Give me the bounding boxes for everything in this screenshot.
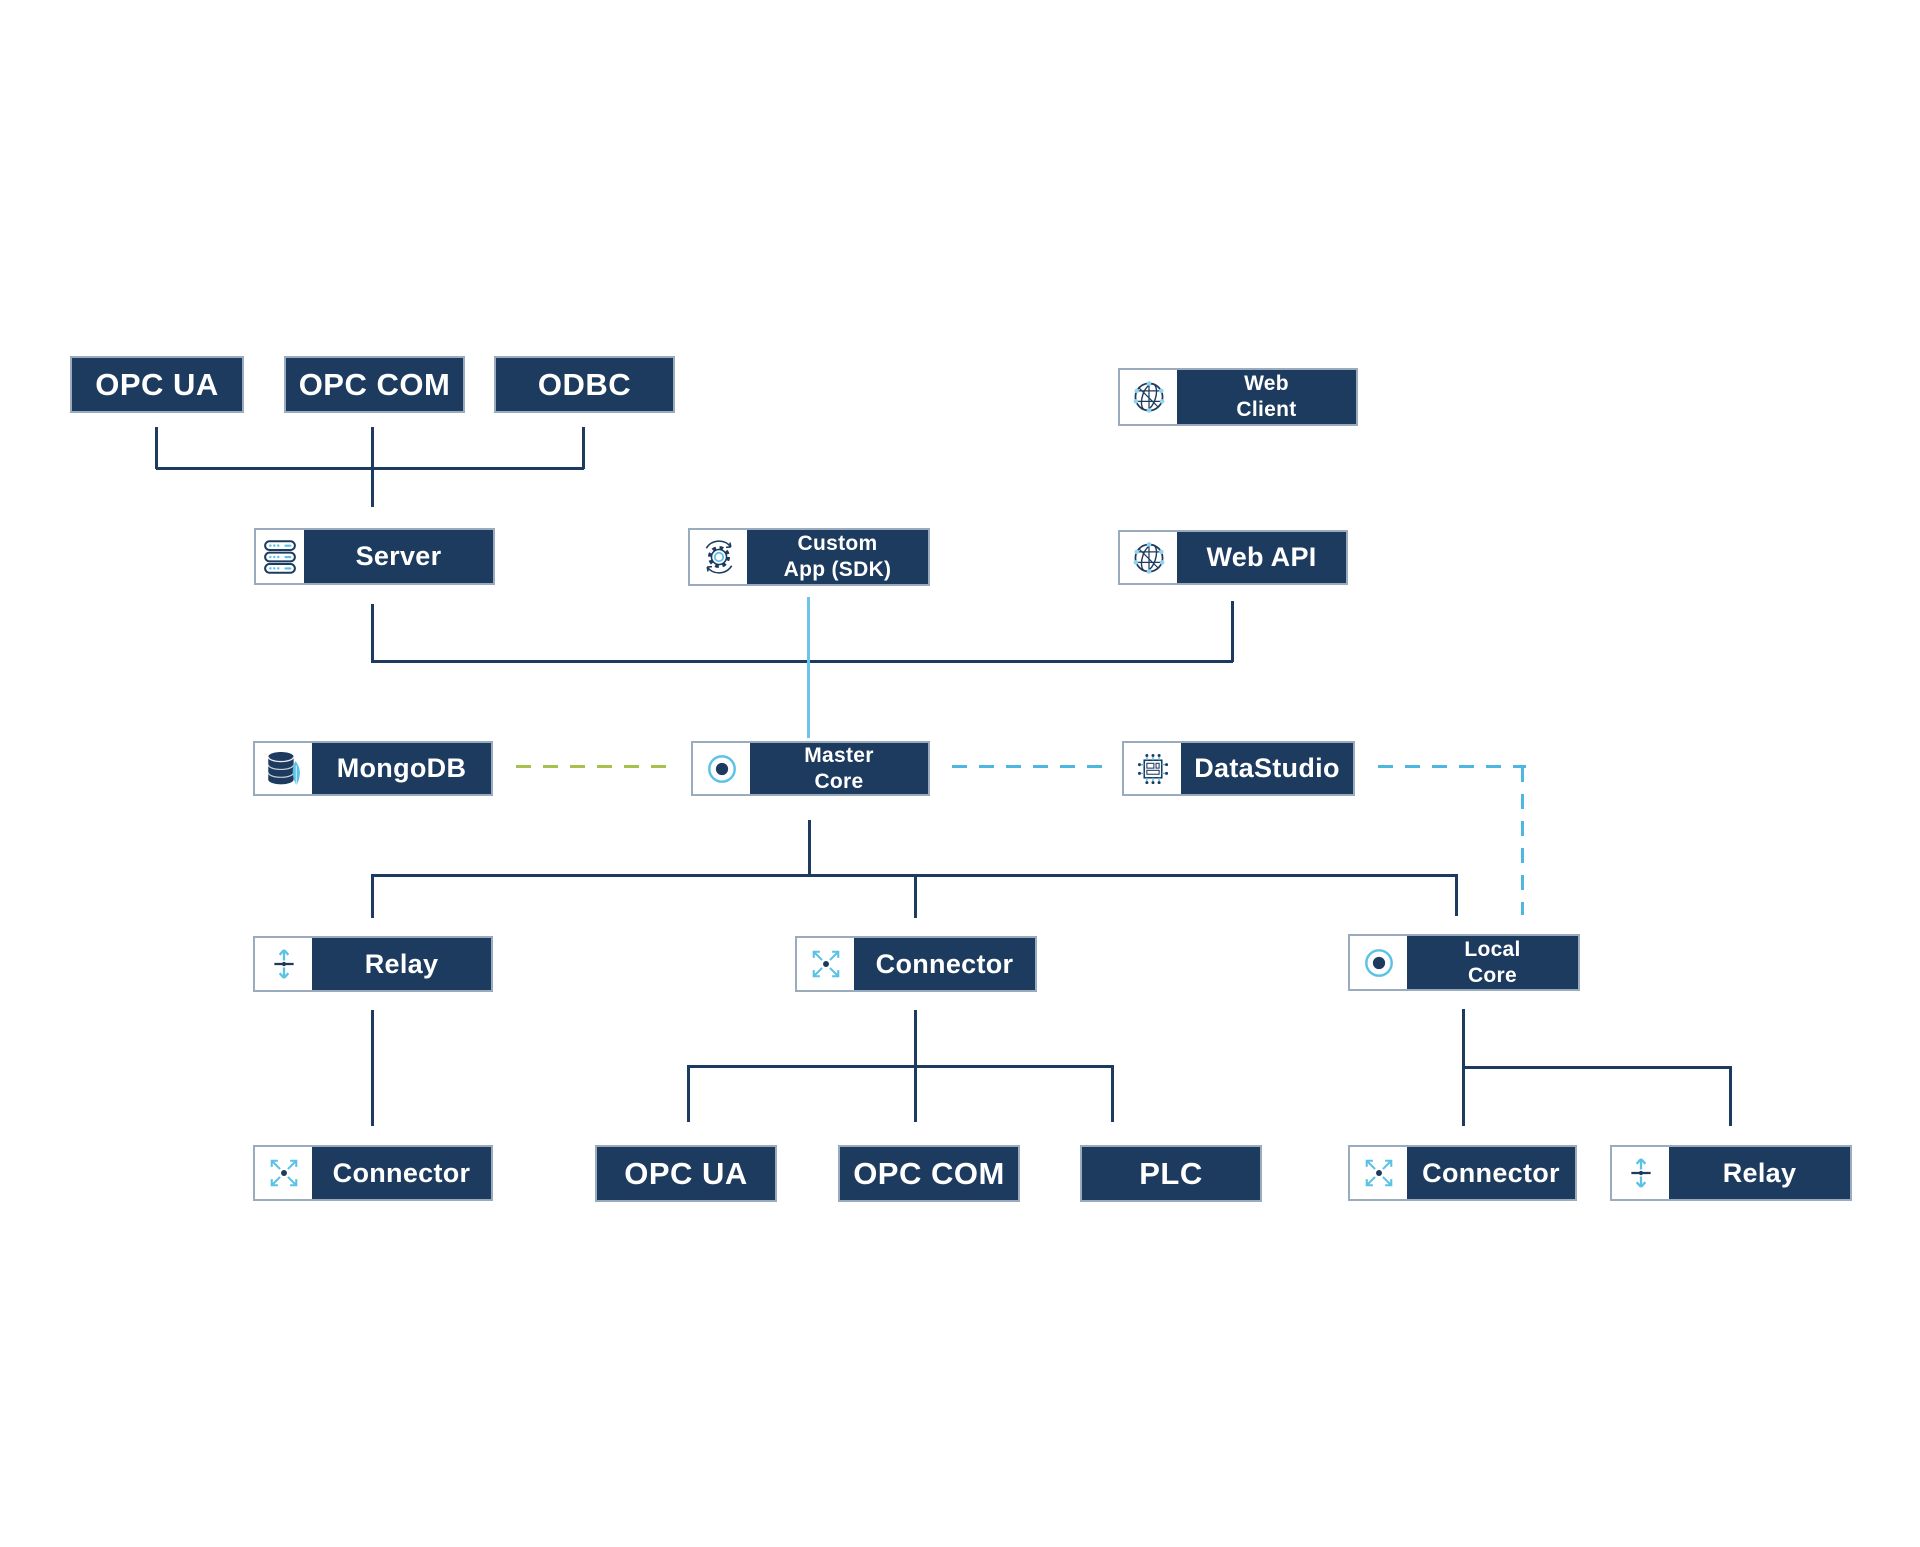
node-web-client: Web Client — [1118, 368, 1358, 426]
node-relay-bottom-right: Relay — [1610, 1145, 1852, 1201]
edge-datastudio-dashed-right — [1378, 765, 1526, 768]
edge-connector-down — [914, 1010, 917, 1067]
node-opc-com-bottom: OPC COM — [838, 1145, 1020, 1202]
edge-mastercore-down — [808, 820, 811, 877]
node-opc-ua-top: OPC UA — [70, 356, 244, 413]
edge-to-connector — [914, 874, 917, 918]
node-server: Server — [254, 528, 495, 585]
node-local-core: Local Core — [1348, 934, 1580, 991]
node-label: OPC COM — [298, 366, 451, 402]
node-master-core: Master Core — [691, 741, 930, 796]
node-label: OPC COM — [853, 1155, 1005, 1191]
node-label: Connector — [875, 948, 1014, 979]
node-label: Connector — [332, 1157, 471, 1188]
core-bullseye-icon — [1364, 948, 1393, 977]
globe-network-icon — [1133, 381, 1164, 413]
server-stack-icon — [264, 539, 296, 574]
edge-to-opcua-bottom — [687, 1065, 690, 1122]
edge-to-plc — [1111, 1065, 1114, 1122]
edge-relay-to-connector-bl — [371, 1010, 374, 1126]
core-bullseye-icon — [707, 754, 736, 783]
edge-br-horizontal — [1462, 1066, 1732, 1069]
database-leaf-icon — [267, 751, 300, 786]
node-label: DataStudio — [1194, 753, 1340, 783]
node-label: Web — [1244, 372, 1289, 395]
node-custom-app: Custom App (SDK) — [688, 528, 930, 586]
edge-to-relay — [371, 874, 374, 918]
edge-to-opccom-bottom — [914, 1065, 917, 1122]
node-connector-bottom-left: Connector — [253, 1145, 493, 1201]
edge-datastudio-dashed-left — [952, 765, 1104, 768]
connector-expand-icon — [270, 1159, 297, 1187]
edge-odbc-down — [582, 427, 585, 469]
globe-network-icon — [1133, 541, 1164, 574]
node-label: PLC — [1139, 1155, 1203, 1191]
edge-customapp-to-mastercore — [807, 597, 810, 738]
node-label: Client — [1236, 398, 1297, 421]
connector-expand-icon — [1365, 1159, 1392, 1187]
node-connector-bottom-right: Connector — [1348, 1145, 1577, 1201]
edge-mid-horizontal — [371, 660, 1233, 663]
node-label: Web API — [1206, 542, 1317, 572]
node-label: Local — [1464, 937, 1521, 961]
node-label: OPC UA — [95, 366, 219, 402]
dashboard-chip-icon — [1137, 753, 1168, 784]
node-plc: PLC — [1080, 1145, 1262, 1202]
node-label: Relay — [1722, 1157, 1797, 1188]
node-label: ODBC — [537, 366, 632, 402]
node-opc-com-top: OPC COM — [284, 356, 465, 413]
edge-bottom-horizontal — [687, 1065, 1114, 1068]
node-label: Core — [814, 769, 864, 793]
node-label: App (SDK) — [783, 558, 892, 581]
node-label: Custom — [797, 532, 878, 555]
node-opc-ua-bottom: OPC UA — [595, 1145, 777, 1202]
node-relay-mid: Relay — [253, 936, 493, 992]
node-connector-mid: Connector — [795, 936, 1037, 992]
node-label: MongoDB — [336, 753, 467, 783]
node-datastudio: DataStudio — [1122, 741, 1355, 796]
node-mongodb: MongoDB — [253, 741, 493, 796]
edge-opcua-down — [155, 427, 158, 469]
gear-sync-icon — [705, 540, 732, 574]
edge-mongodb-dashed — [516, 765, 668, 768]
node-label: Master — [804, 743, 874, 767]
node-label: Core — [1467, 963, 1518, 987]
connector-expand-icon — [812, 950, 839, 978]
edge-opccom-to-server — [371, 427, 374, 507]
node-odbc: ODBC — [494, 356, 675, 413]
edge-top-horizontal — [156, 467, 584, 470]
edge-webapi-down — [1231, 601, 1234, 662]
node-label: Relay — [364, 948, 439, 979]
edge-to-relay-br — [1729, 1066, 1732, 1126]
node-label: Connector — [1422, 1157, 1560, 1188]
edge-to-localcore — [1455, 874, 1458, 916]
relay-updown-icon — [1630, 1158, 1651, 1188]
relay-updown-icon — [273, 949, 294, 979]
node-label: OPC UA — [624, 1155, 748, 1191]
edge-server-down — [371, 604, 374, 662]
edge-datastudio-dashed-down — [1521, 767, 1524, 915]
node-web-api: Web API — [1118, 530, 1348, 585]
node-label: Server — [355, 541, 442, 571]
